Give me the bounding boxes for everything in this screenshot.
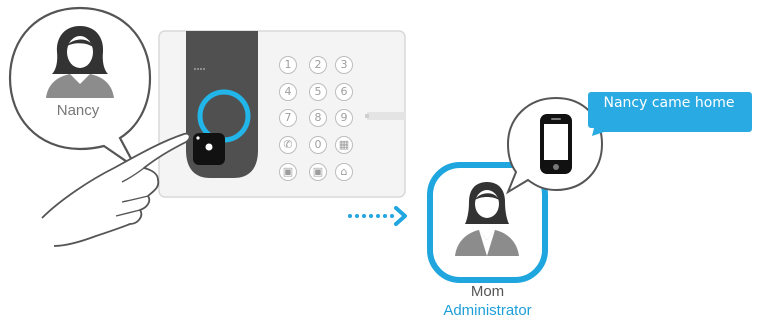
key-4[interactable]: 4 <box>279 83 297 101</box>
key-5[interactable]: 5 <box>309 83 327 101</box>
key-7[interactable]: 7 <box>279 109 297 127</box>
mom-name-label: Mom <box>470 283 505 300</box>
key-3[interactable]: 3 <box>335 56 353 74</box>
hand-with-rfid-tag <box>41 132 191 247</box>
key-6[interactable]: 6 <box>335 83 353 101</box>
smartphone-icon <box>540 114 572 174</box>
nancy-avatar-icon <box>46 26 114 98</box>
key-1[interactable]: 1 <box>279 56 297 74</box>
arm-away-key-icon[interactable]: ▣ <box>279 163 297 181</box>
administrator-role-label: Administrator <box>443 302 532 319</box>
administrator-avatar-frame <box>427 162 548 283</box>
menu-key-icon[interactable]: ▦ <box>335 136 353 154</box>
notification-text: Nancy came home <box>603 95 735 111</box>
notification-bubble <box>588 92 752 136</box>
rfid-tag-fob-icon <box>193 133 225 165</box>
disarm-key-icon[interactable]: ⌂ <box>335 163 353 181</box>
key-8[interactable]: 8 <box>309 109 327 127</box>
mom-avatar-icon <box>455 182 519 256</box>
phone-key-icon[interactable]: ✆ <box>279 136 297 154</box>
key-0[interactable]: 0 <box>309 136 327 154</box>
nancy-name-label: Nancy <box>56 102 100 119</box>
key-9[interactable]: 9 <box>335 109 353 127</box>
phone-speech-bubble <box>505 96 604 195</box>
flow-arrow-icon <box>348 206 407 226</box>
hand-icon <box>41 132 191 247</box>
nancy-speech-bubble <box>8 6 152 169</box>
arm-stay-key-icon[interactable]: ▣ <box>309 163 327 181</box>
key-2[interactable]: 2 <box>309 56 327 74</box>
